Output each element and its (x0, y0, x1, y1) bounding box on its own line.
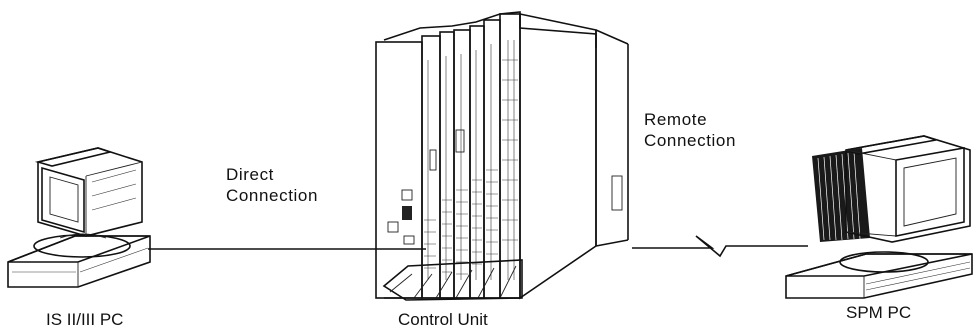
direct-connection-label-line1: Direct (226, 165, 274, 184)
spm-pc-computer-icon (786, 136, 972, 298)
spm-pc-label: SPM PC (846, 303, 911, 322)
remote-connection-label-line2: Connection (644, 131, 736, 150)
control-unit-label: Control Unit (398, 310, 488, 329)
remote-connection-label-line1: Remote (644, 110, 707, 129)
is-pc-label: IS II/III PC (46, 310, 123, 329)
direct-connection-label-line2: Connection (226, 186, 318, 205)
is-pc-computer-icon (8, 148, 150, 287)
remote-connection-lightning-icon (632, 236, 808, 256)
control-unit-icon (376, 12, 628, 300)
